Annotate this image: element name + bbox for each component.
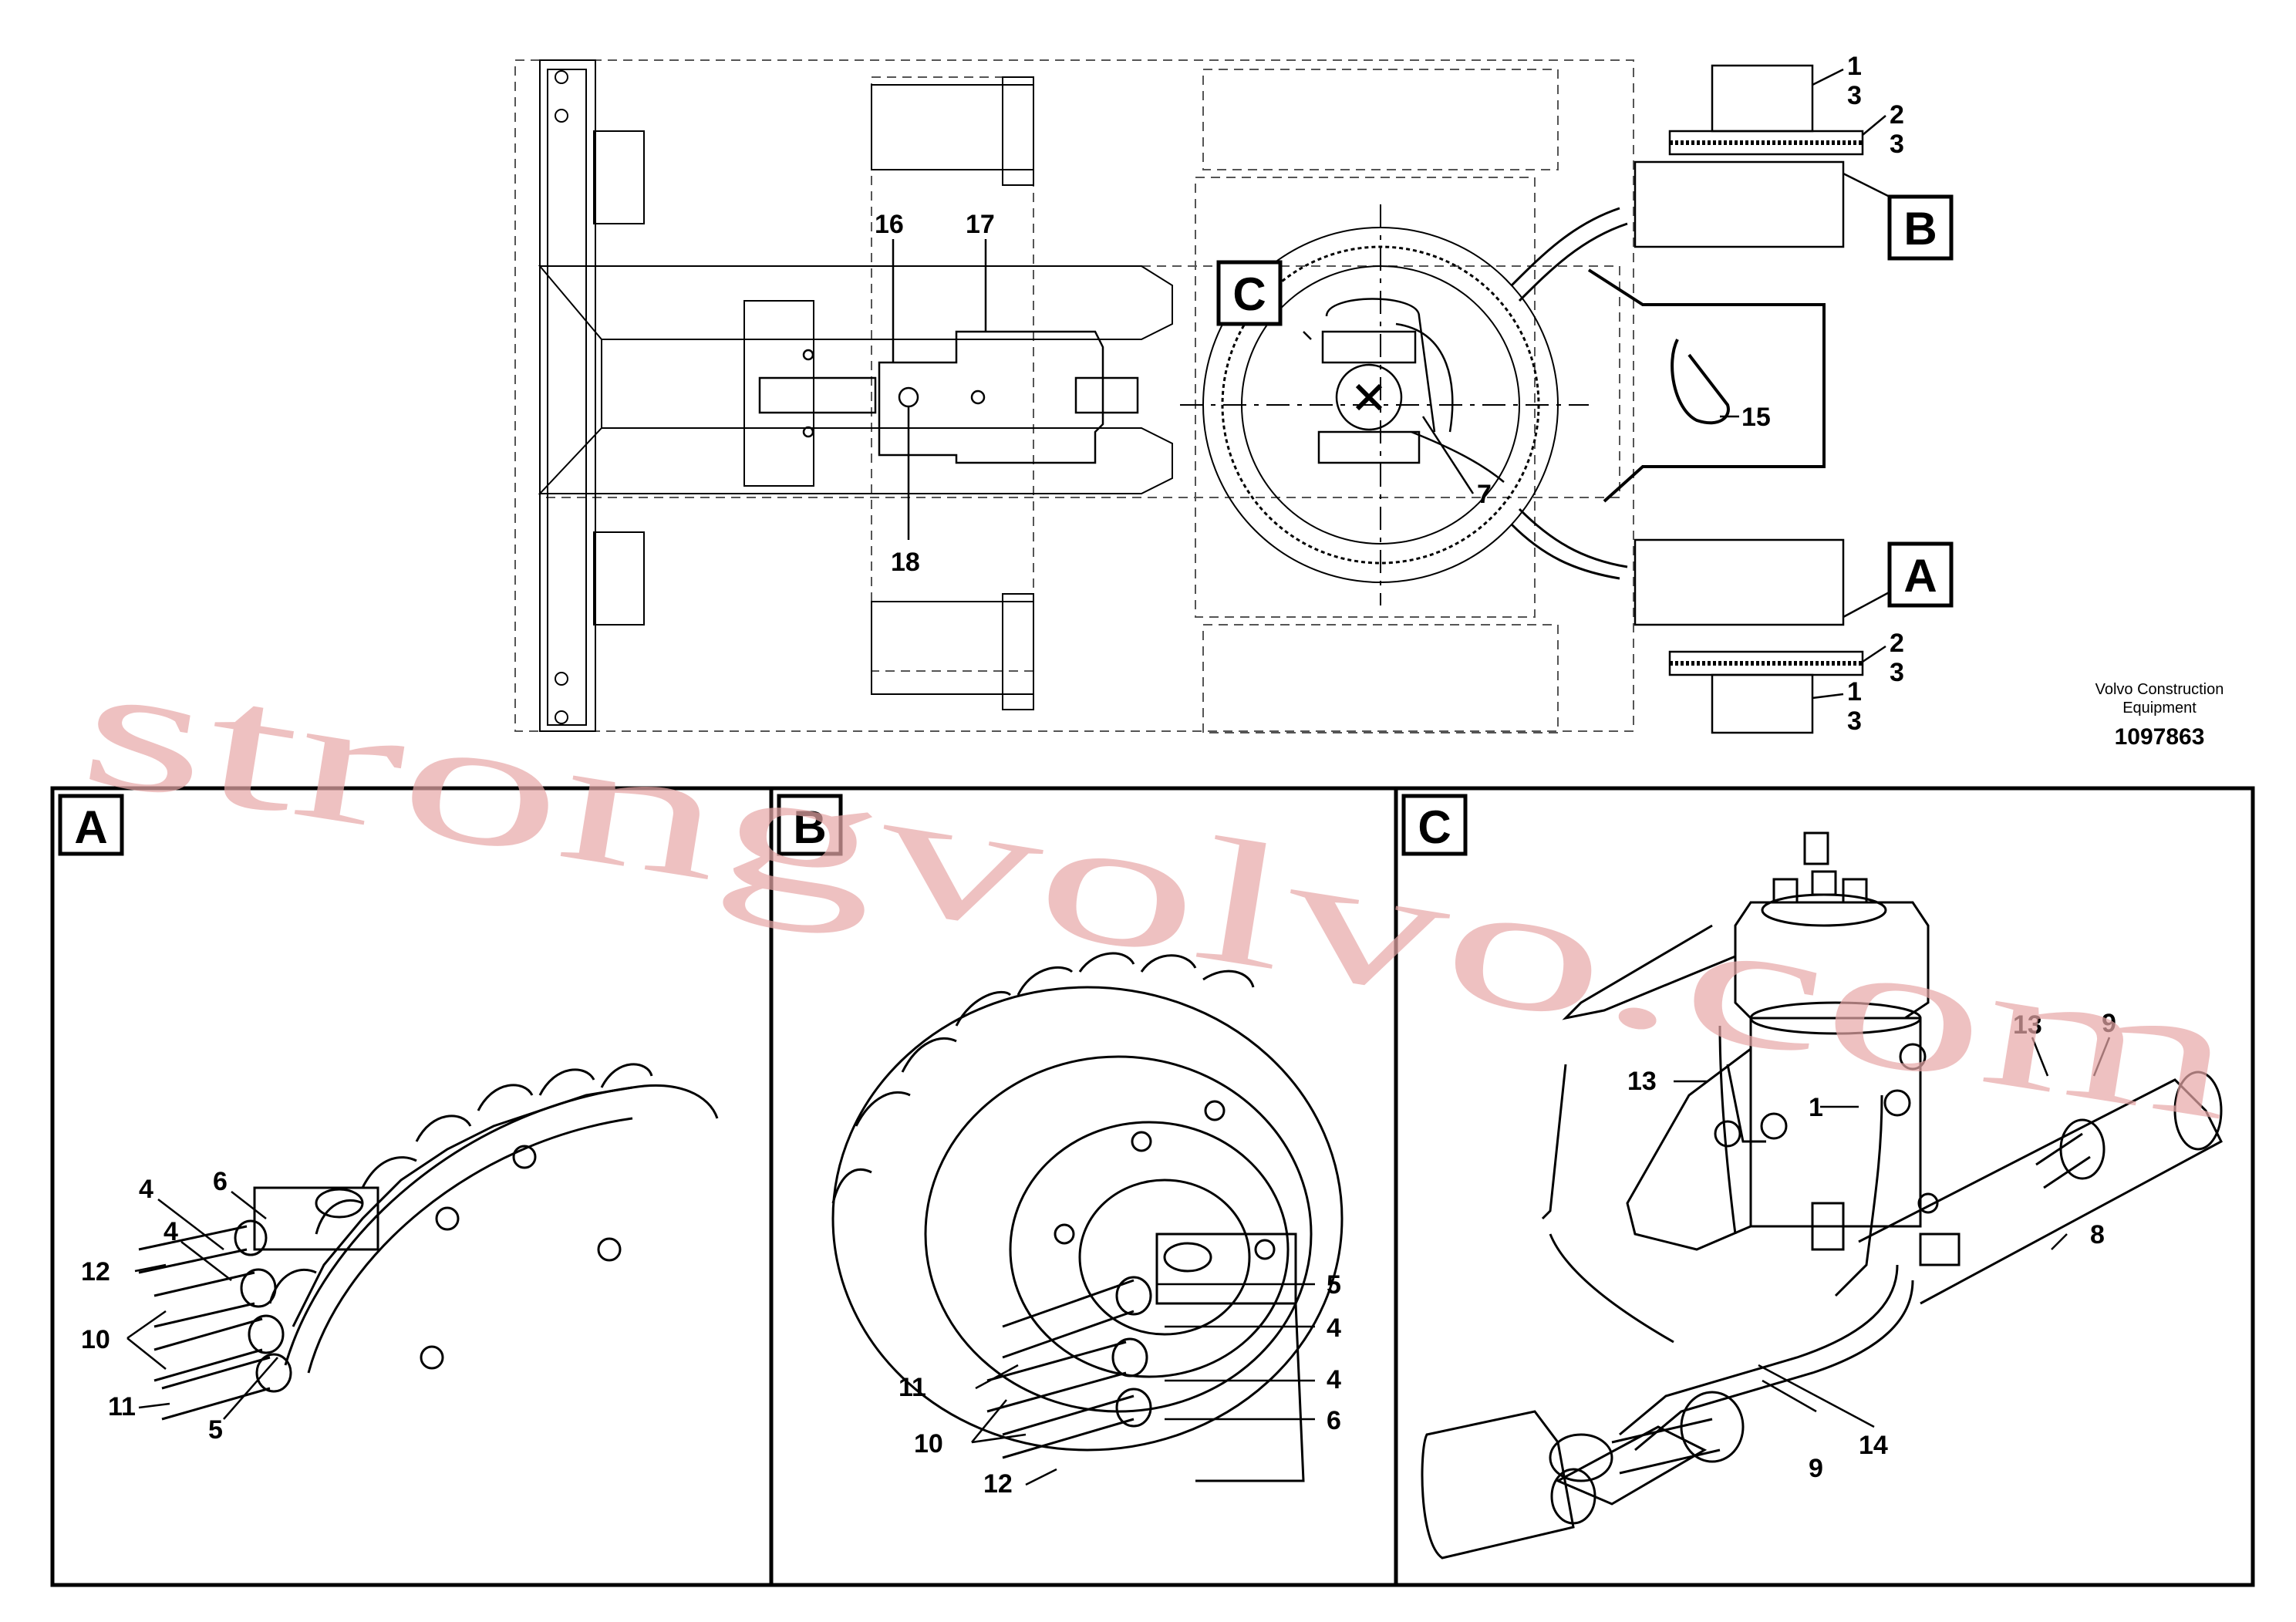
travel-motor-b [1633, 64, 1864, 248]
cylinder-brackets [871, 76, 1034, 710]
callout-7: 7 [1477, 480, 1492, 509]
swivel-joint [1317, 298, 1505, 483]
panel-letter-c: C [1418, 801, 1451, 853]
detail-panel-c: C [1401, 794, 2223, 1560]
detail-marker-c: C [1216, 260, 1283, 326]
callout-2: 2 [1890, 629, 1904, 658]
callout-14: 14 [1859, 1431, 1888, 1460]
callout-6: 6 [1327, 1406, 1341, 1435]
overview-drawing [514, 59, 1864, 734]
overview-callouts: 1 3 2 3 2 3 1 3 15 16 17 18 7 [875, 52, 1904, 736]
sprocket-drawing-a [138, 1063, 719, 1421]
watermark-text: strongvolvo.com [69, 623, 2248, 1158]
steering-cylinder [758, 330, 1139, 464]
brand-line-2: Equipment [2122, 700, 2197, 717]
callout-10: 10 [81, 1325, 110, 1354]
callout-4: 4 [1327, 1313, 1341, 1343]
callout-6: 6 [213, 1167, 228, 1196]
callout-2: 2 [1890, 100, 1904, 130]
callout-1: 1 [1847, 52, 1862, 81]
callout-4: 4 [139, 1175, 153, 1204]
callout-4: 4 [1327, 1365, 1341, 1394]
boom-arms [538, 265, 1173, 494]
callout-17: 17 [966, 210, 995, 239]
callout-15: 15 [1741, 403, 1771, 432]
overview-leaders [892, 68, 1894, 700]
callout-5: 5 [1327, 1270, 1341, 1300]
callout-3: 3 [1890, 130, 1904, 159]
detail-marker-b: B [1887, 194, 1954, 261]
panel-letter-a: A [74, 801, 107, 853]
detail-marker-a: A [1887, 541, 1954, 608]
callout-3: 3 [1890, 658, 1904, 687]
sprocket-drawing-b [831, 952, 1344, 1482]
hydraulic-hoses [1510, 207, 1628, 580]
callout-8: 8 [2090, 1220, 2105, 1249]
detail-panel-a: A [58, 794, 719, 1445]
callout-3: 3 [1847, 81, 1862, 110]
callout-13: 13 [2013, 1010, 2042, 1040]
cable-tie-callout [1587, 268, 1826, 503]
callout-11: 11 [899, 1373, 926, 1402]
callout-13: 13 [1627, 1067, 1657, 1096]
callout-18: 18 [891, 548, 920, 577]
front-frame [539, 59, 645, 732]
callout-12: 12 [983, 1469, 1013, 1499]
callout-1: 1 [1847, 677, 1862, 706]
panel-letter-b: B [793, 801, 826, 853]
drawing-id: Volvo Construction Equipment 1097863 [2095, 681, 2224, 750]
callout-9: 9 [2102, 1009, 2116, 1038]
svg-text:A: A [1903, 550, 1937, 602]
callout-4: 4 [164, 1217, 178, 1246]
detail-panel-b: B [777, 794, 1344, 1499]
leaders-c [1674, 1037, 2111, 1428]
svg-text:C: C [1232, 268, 1266, 320]
slew-ring [1180, 204, 1589, 605]
callout-11: 11 [108, 1392, 136, 1421]
callout-3: 3 [1847, 706, 1862, 736]
callout-1: 1 [1809, 1093, 1823, 1122]
detail-panels [50, 786, 2255, 1587]
callout-12: 12 [81, 1257, 110, 1286]
callout-9: 9 [1809, 1454, 1823, 1483]
leaders-a [126, 1191, 278, 1420]
brand-line-1: Volvo Construction [2095, 681, 2224, 698]
travel-motor-a [1633, 538, 1864, 734]
callout-16: 16 [875, 210, 904, 239]
svg-text:B: B [1903, 203, 1937, 255]
swivel-drawing-c [1421, 831, 2223, 1560]
callout-5: 5 [208, 1415, 223, 1445]
callout-10: 10 [914, 1429, 943, 1458]
leaders-b [971, 1283, 1315, 1486]
document-number: 1097863 [2115, 724, 2205, 750]
